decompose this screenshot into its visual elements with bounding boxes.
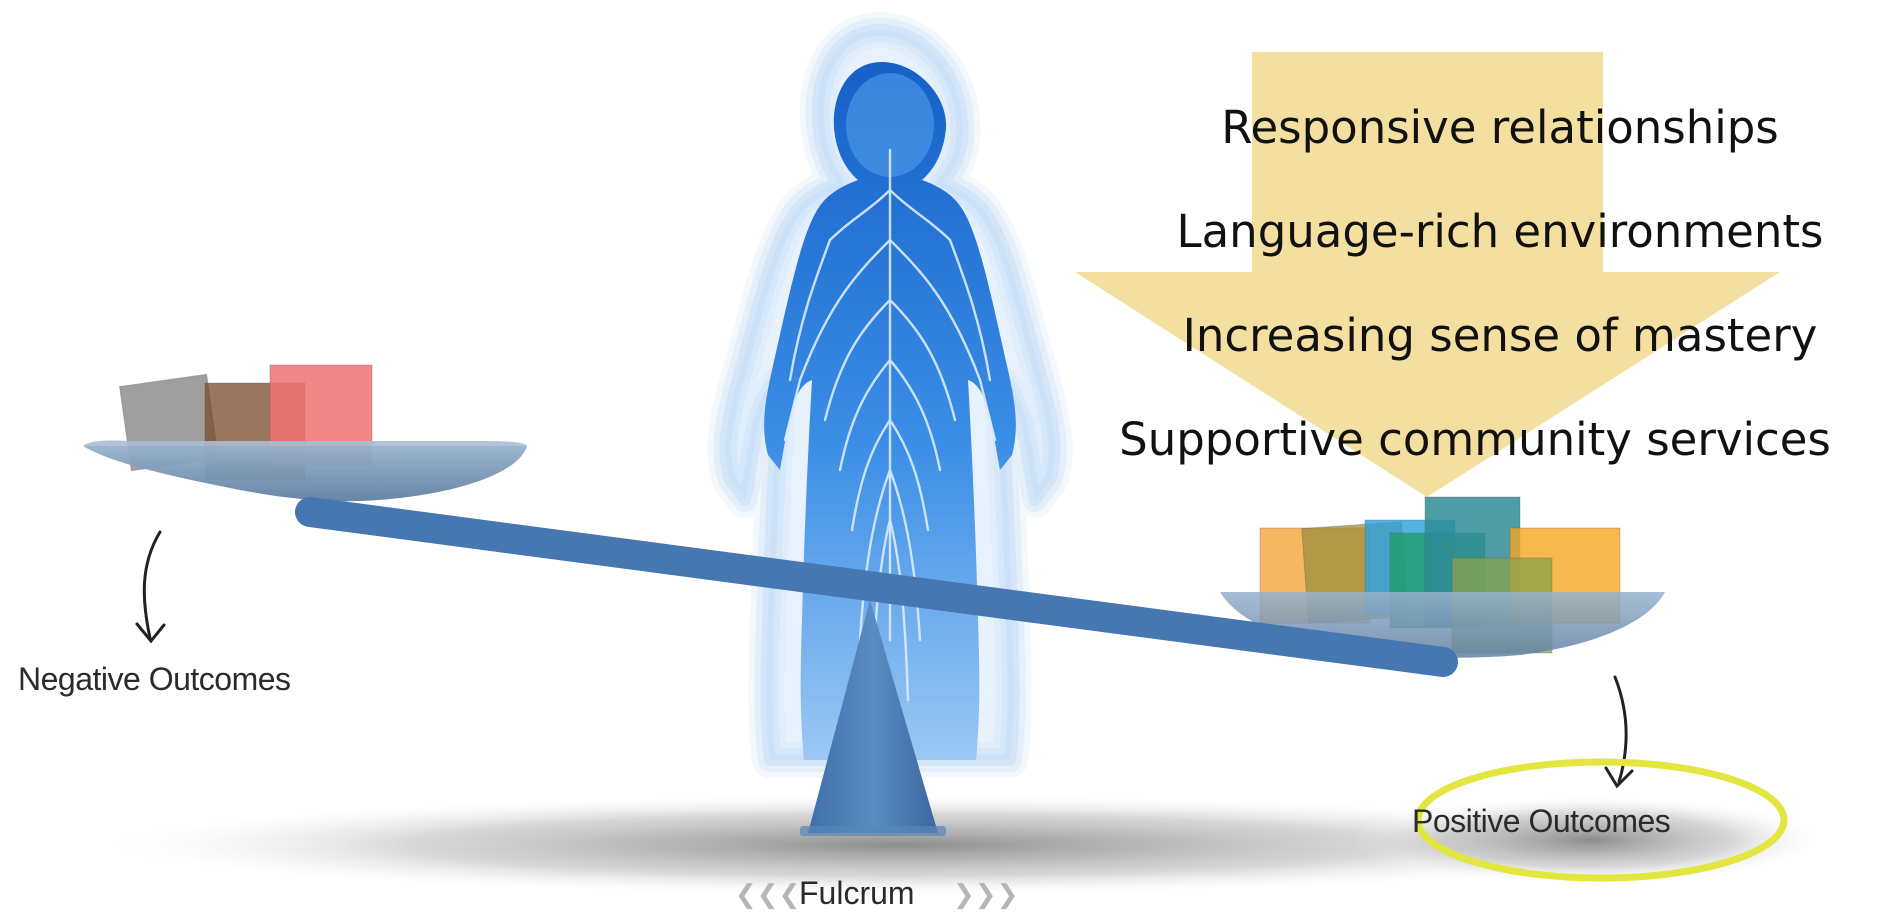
- left-tray: [83, 364, 527, 502]
- fulcrum-label-group: ❮❮❮ Fulcrum ❯❯❯: [735, 875, 1018, 911]
- factor-item: Responsive relationships: [1221, 101, 1779, 154]
- left-tray-dish: [83, 446, 527, 502]
- negative-outcome-arrow: [135, 530, 166, 644]
- down-arrow-shape: [1075, 52, 1780, 497]
- factor-item: Supportive community services: [1119, 413, 1831, 466]
- fulcrum-left-chevrons: ❮❮❮: [735, 880, 800, 910]
- child-figure: [707, 12, 1073, 778]
- factor-item: Increasing sense of mastery: [1183, 309, 1818, 362]
- right-tray: [1220, 496, 1665, 658]
- positive-outcomes-highlight: [1414, 758, 1788, 882]
- positive-outcomes-label: Positive Outcomes: [1412, 803, 1670, 839]
- child-head-highlight: [846, 73, 934, 177]
- floor-shadow: [80, 793, 1720, 897]
- positive-outcome-arrow: [1604, 675, 1634, 789]
- negative-outcomes-label: Negative Outcomes: [18, 661, 291, 697]
- protective-factors-list: Responsive relationships Language-rich e…: [1119, 101, 1831, 466]
- factor-item: Language-rich environments: [1177, 205, 1824, 258]
- fulcrum-label: Fulcrum: [799, 875, 915, 911]
- fulcrum-right-chevrons: ❯❯❯: [953, 880, 1018, 910]
- fulcrum-triangle: [808, 600, 938, 833]
- fulcrum-base: [800, 826, 946, 836]
- balance-beam: [295, 497, 1458, 677]
